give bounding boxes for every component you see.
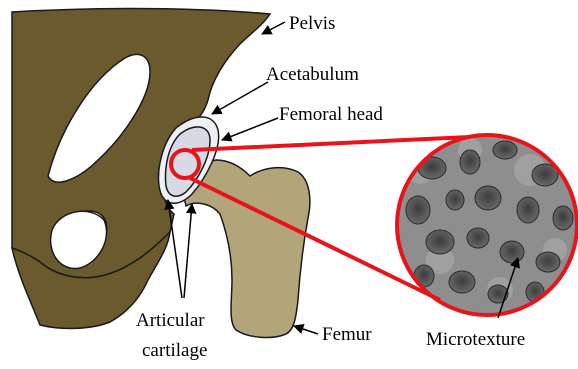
- cartilage-arrow-right: [184, 204, 192, 298]
- femoral-head-label: Femoral head: [279, 104, 383, 125]
- microtexture-magnifier: [397, 135, 577, 315]
- femur-label: Femur: [322, 324, 372, 345]
- pelvis-label: Pelvis: [289, 13, 335, 34]
- pelvis-arrow: [262, 22, 285, 34]
- articular-label-line1: Articular: [136, 310, 205, 331]
- acetabulum-label: Acetabulum: [266, 64, 359, 85]
- articular-label-line2: cartilage: [142, 340, 207, 361]
- femoral-head-arrow: [222, 118, 278, 140]
- cartilage-arrow-left: [168, 200, 182, 298]
- microtexture-label: Microtexture: [426, 329, 525, 350]
- femur-arrow: [294, 326, 318, 334]
- acetabulum-arrow: [212, 82, 268, 114]
